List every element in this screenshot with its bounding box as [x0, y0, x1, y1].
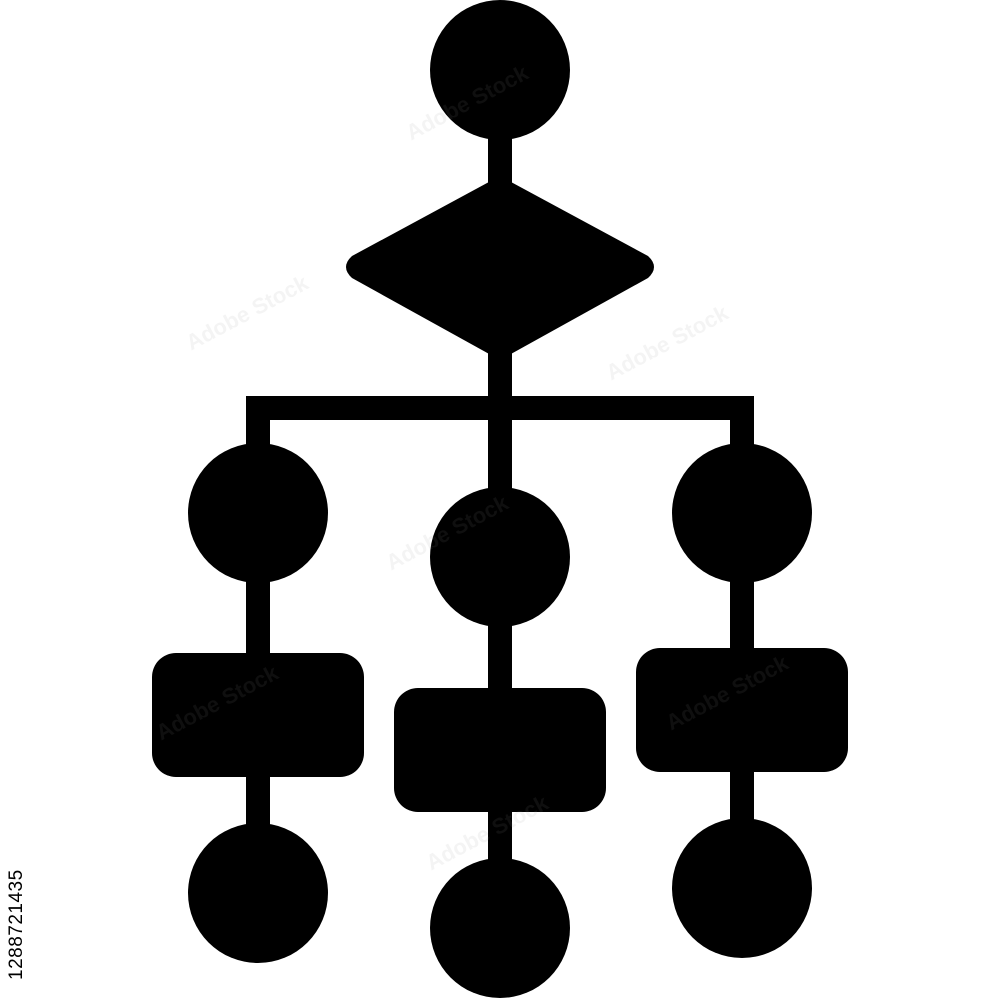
- right-process-box: [636, 648, 848, 772]
- left-end-node: [188, 823, 328, 963]
- center-process-box: [394, 688, 606, 812]
- right-end-node: [672, 818, 812, 958]
- stock-id-label: 1288721435: [6, 760, 30, 980]
- center-branch-node: [430, 487, 570, 627]
- center-end-node: [430, 858, 570, 998]
- left-process-box: [152, 653, 364, 777]
- connector-crossbar: [246, 396, 754, 420]
- right-branch-node: [672, 443, 812, 583]
- stock-id-text: 1288721435: [6, 869, 27, 980]
- left-branch-node: [188, 443, 328, 583]
- decision-diamond: [346, 176, 654, 360]
- start-node: [430, 0, 570, 140]
